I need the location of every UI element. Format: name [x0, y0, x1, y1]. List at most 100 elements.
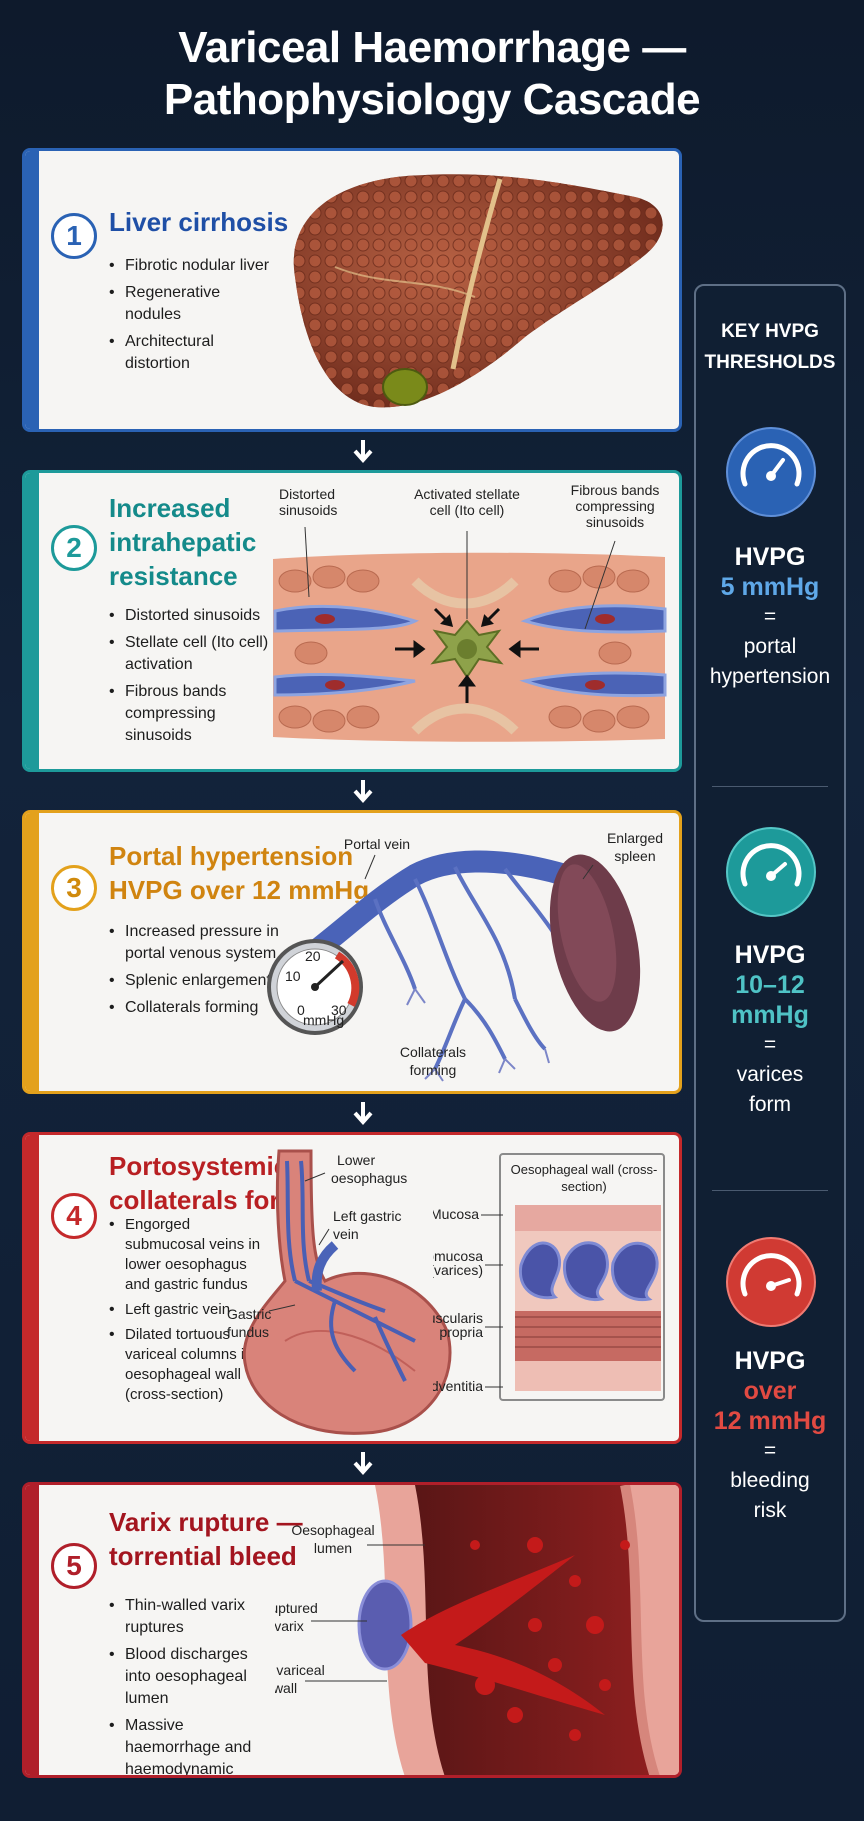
step-title-1: Liver cirrhosis [109, 205, 288, 239]
threshold-1-meaning: portal [743, 635, 797, 658]
down-arrow-icon [353, 780, 373, 804]
threshold-3-eq: = [763, 1439, 777, 1462]
gauge-tick-10: 10 [285, 968, 301, 984]
layer-submucosa-2: (varices) [433, 1262, 483, 1278]
varix-rupture-icon: Oesophageal lumen Ruptured varix Thin va… [275, 1485, 679, 1775]
step-title-5: Varix rupture — torrential bleed [109, 1505, 303, 1573]
step-title-1-line: Liver cirrhosis [109, 207, 289, 237]
step-title-4: Portosystemic collaterals form [109, 1149, 303, 1217]
step-title-2-line: resistance [109, 561, 238, 591]
threshold-3-label: HVPG [734, 1347, 806, 1375]
tissue-label-sinusoids: Distorted [279, 486, 335, 502]
gastric-fundus-label-2: fundus [227, 1324, 269, 1340]
lower-oesophagus-label: Lower [337, 1152, 375, 1168]
panel-divider [712, 1190, 828, 1191]
spleen-label-2: spleen [614, 848, 655, 864]
threshold-1-eq: = [763, 605, 777, 628]
step-bullets-1: Fibrotic nodular liver Regenerative nodu… [109, 255, 279, 380]
gauge-tick-0: 0 [297, 1002, 305, 1018]
gastric-fundus-label: Gastric [227, 1306, 271, 1322]
inset-title: Oesophageal wall (cross-section) [510, 1162, 658, 1194]
threshold-1-label: HVPG [734, 543, 806, 571]
threshold-3-value-over: over [743, 1377, 797, 1405]
step-title-4-line: Portosystemic [109, 1151, 289, 1181]
page-title: Variceal Haemorrhage — Pathophysiology C… [0, 22, 864, 126]
step-number-4: 4 [51, 1193, 97, 1239]
tissue-label-stellate-2: cell (Ito cell) [430, 502, 505, 518]
bullet: Engorged submucosal veins in lower oesop… [109, 1215, 269, 1295]
step-card-4: 4 Portosystemic collaterals form Engorge… [22, 1132, 682, 1444]
threshold-2-value: 10–12 mmHg [731, 971, 809, 1029]
cirrhotic-liver-icon [293, 174, 663, 408]
lumen-label: Oesophageal [291, 1522, 374, 1538]
step-card-1: 1 Liver cirrhosis Fibrotic nodular liver… [22, 148, 682, 432]
step-bullets-3: Increased pressure in portal venous syst… [109, 921, 279, 1024]
step-number-1: 1 [51, 213, 97, 259]
hvpg-thresholds-panel: KEY HVPG THRESHOLDS HVPG 5 mmHg = portal… [694, 284, 846, 1622]
step-bullets-5: Thin-walled varix ruptures Blood dischar… [109, 1595, 269, 1775]
down-arrow-icon [353, 1102, 373, 1126]
threshold-3-meaning-2: risk [753, 1499, 787, 1522]
left-gastric-label-2: vein [333, 1226, 359, 1242]
thin-wall-label: Thin variceal [275, 1662, 325, 1678]
layer-mucosa: Mucosa [433, 1206, 479, 1222]
step-number-5: 5 [51, 1543, 97, 1589]
step-title-5-line: torrential bleed [109, 1541, 297, 1571]
bullet: Dilated tortuous variceal columns in oes… [109, 1325, 269, 1405]
step-number-3: 3 [51, 865, 97, 911]
bullet: Regenerative nodules [109, 282, 279, 326]
panel-divider [712, 786, 828, 787]
spleen-label: Enlarged [607, 830, 663, 846]
tissue-label-fibrous-3: sinusoids [586, 514, 644, 530]
tissue-label-stellate: Activated stellate [414, 486, 520, 502]
bullet: Massive haemorrhage and haemodynamic ins… [109, 1715, 269, 1775]
collaterals-label-2: forming [410, 1062, 457, 1078]
oesophagus-stomach-icon: Lower oesophagus Left gastric vein Gastr… [227, 1149, 452, 1435]
step-title-2: Increased intrahepatic resistance [109, 491, 256, 593]
step-number-2: 2 [51, 525, 97, 571]
gauge-icon [726, 827, 816, 917]
collaterals-label: Collaterals [400, 1044, 466, 1060]
threshold-3: HVPG over 12 mmHg = bleeding risk [696, 1346, 844, 1526]
step-title-2-line: intrahepatic [109, 527, 257, 557]
bullet: Distorted sinusoids [109, 605, 269, 627]
down-arrow-icon [353, 440, 373, 464]
lumen-label-2: lumen [314, 1540, 352, 1556]
step-title-4-line: collaterals form [109, 1185, 303, 1215]
bullet: Stellate cell (Ito cell) activation [109, 632, 269, 676]
gauge-tick-30: 30 [331, 1002, 347, 1018]
layer-muscularis: Muscularis [433, 1310, 483, 1326]
left-gastric-label: Left gastric [333, 1208, 401, 1224]
step-title-3-line: Portal hypertension [109, 841, 354, 871]
bullet: Increased pressure in portal venous syst… [109, 921, 279, 965]
gauge-icon [726, 427, 816, 517]
panel-title: KEY HVPG THRESHOLDS [696, 316, 844, 378]
threshold-2-label: HVPG [734, 941, 806, 969]
panel-title-line: THRESHOLDS [704, 352, 836, 373]
bullet: Collaterals forming [109, 997, 279, 1019]
threshold-1-value: 5 mmHg [720, 573, 820, 601]
gauge-tick-20: 20 [305, 948, 321, 964]
step-card-2: 2 Increased intrahepatic resistance Dist… [22, 470, 682, 772]
bullet: Splenic enlargement [109, 970, 279, 992]
bullet: Left gastric vein [109, 1300, 269, 1320]
down-arrow-icon [353, 1452, 373, 1476]
tissue-label-sinusoids-2: sinusoids [279, 502, 337, 518]
tissue-label-fibrous: Fibrous bands [571, 482, 660, 498]
bullet: Blood discharges into oesophageal lumen [109, 1644, 269, 1710]
oesophageal-wall-inset: Oesophageal wall (cross-section) [499, 1153, 665, 1401]
tissue-label-fibrous-2: compressing [575, 498, 654, 514]
gauge-icon [726, 1237, 816, 1327]
ruptured-varix-label-2: varix [275, 1618, 304, 1634]
ruptured-varix-label: Ruptured [275, 1600, 318, 1616]
layer-submucosa: Submucosa [433, 1248, 483, 1264]
step-card-3: 3 Portal hypertension HVPG over 12 mmHg … [22, 810, 682, 1094]
wall-layer-labels: Mucosa Submucosa (varices) Muscularis pr… [433, 1206, 503, 1394]
panel-title-line: KEY HVPG [721, 321, 819, 342]
bullet: Architectural distortion [109, 331, 279, 375]
threshold-2-meaning-2: form [749, 1093, 791, 1116]
threshold-1: HVPG 5 mmHg = portal hypertension [696, 542, 844, 692]
thin-wall-label-2: wall [275, 1680, 297, 1696]
liver-tissue-icon: Distorted sinusoids Activated stellate c… [273, 482, 667, 742]
bullet: Fibrotic nodular liver [109, 255, 279, 277]
